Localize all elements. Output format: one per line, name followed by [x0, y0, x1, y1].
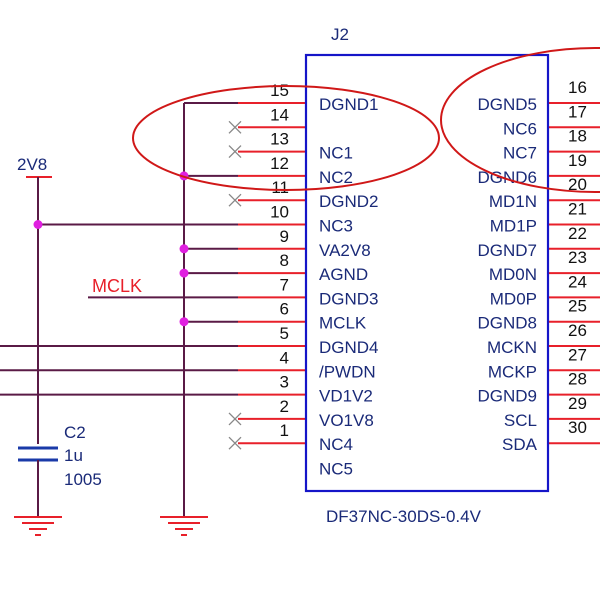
nc-cross [228, 412, 242, 426]
right-pin-number: 26 [568, 321, 587, 340]
ground-junction-dot [179, 317, 189, 327]
left-pin-number: 13 [270, 130, 289, 149]
ground-symbol-capacitor [14, 516, 62, 536]
left-pin-number: 9 [280, 227, 289, 246]
left-pin-number: 10 [270, 203, 289, 222]
nc-cross [228, 145, 242, 159]
right-pin-number: 25 [568, 297, 587, 316]
labels: 151413121110987654321DGND1NC1NC2DGND2NC3… [270, 78, 587, 479]
right-pin-number: 28 [568, 370, 587, 389]
highlight-ellipse-right [440, 47, 600, 193]
left-pin-name: NC4 [319, 435, 353, 454]
left-pin-name: VD1V2 [319, 387, 373, 406]
capacitor-value: 1u [64, 446, 83, 465]
right-pin-name: DGND5 [477, 95, 537, 114]
nc-cross [228, 120, 242, 134]
right-pin-number: 21 [568, 200, 587, 219]
right-pin-name: MD1N [489, 192, 537, 211]
ground-junction-dot [179, 268, 189, 278]
left-pin-number: 5 [280, 324, 289, 343]
left-pin-number: 3 [280, 373, 289, 392]
nc-cross-stroke [228, 412, 242, 426]
right-pin-number: 27 [568, 345, 587, 364]
right-pin-name: NC6 [503, 119, 537, 138]
nc-cross [228, 436, 242, 450]
right-pin-number: 30 [568, 418, 587, 437]
right-pin-number: 23 [568, 248, 587, 267]
right-pin-name: MCKN [487, 338, 537, 357]
right-pin-name: DGND8 [477, 314, 537, 333]
left-pin-number: 7 [280, 275, 289, 294]
right-pin-name: MD1P [490, 217, 537, 236]
ground-junction-dot [179, 244, 189, 254]
left-pin-number: 11 [271, 178, 289, 197]
wires [0, 102, 238, 536]
right-pin-number: 20 [568, 175, 587, 194]
capacitor-package: 1005 [64, 470, 102, 489]
right-pin-number: 18 [568, 127, 587, 146]
left-pin-name: DGND2 [319, 192, 379, 211]
ground-symbol-bus [160, 516, 208, 536]
left-pin-number: 2 [280, 397, 289, 416]
right-pin-name: MD0N [489, 265, 537, 284]
right-pin-number: 19 [568, 151, 587, 170]
nc-cross-stroke [228, 120, 242, 134]
right-pin-name: SDA [502, 435, 538, 454]
pins [228, 102, 600, 450]
nc-cross-stroke [228, 193, 242, 207]
left-pin-name: NC1 [319, 144, 353, 163]
left-pin-name: DGND4 [319, 338, 379, 357]
nc-cross-stroke [228, 436, 242, 450]
left-pin-name: MCLK [319, 314, 367, 333]
left-pin-name: NC3 [319, 217, 353, 236]
right-pin-name: SCL [504, 411, 537, 430]
left-pin-name: DGND1 [319, 95, 379, 114]
right-pin-number: 16 [568, 78, 587, 97]
connector-body [304, 53, 550, 493]
connector-part: DF37NC-30DS-0.4V [326, 507, 482, 526]
left-pin-name: NC5 [319, 460, 353, 479]
mclk-net-label: MCLK [92, 276, 142, 296]
left-pin-number: 8 [280, 251, 289, 270]
connector-ref: J2 [331, 25, 349, 44]
left-pin-name: AGND [319, 265, 368, 284]
nc-cross-stroke [228, 145, 242, 159]
right-pin-number: 17 [568, 102, 587, 121]
right-pin-name: DGND9 [477, 387, 537, 406]
left-pin-number: 1 [280, 421, 289, 440]
right-pin-name: MD0P [490, 289, 537, 308]
right-pin-name: NC7 [503, 144, 537, 163]
left-pin-number: 14 [270, 105, 289, 124]
capacitor-ref: C2 [64, 423, 86, 442]
left-pin-name: VO1V8 [319, 411, 374, 430]
left-pin-name: /PWDN [319, 362, 376, 381]
nc-cross [228, 193, 242, 207]
left-pin-number: 15 [270, 81, 289, 100]
right-pin-number: 22 [568, 224, 587, 243]
left-pin-number: 4 [280, 348, 289, 367]
highlight-ellipse-left [132, 85, 440, 191]
left-pin-name: VA2V8 [319, 241, 371, 260]
left-pin-number: 12 [270, 154, 289, 173]
left-pin-name: DGND3 [319, 289, 379, 308]
power-net-label: 2V8 [17, 155, 47, 174]
left-pin-name: NC2 [319, 168, 353, 187]
power-junction-dot [33, 220, 43, 229]
right-pin-number: 29 [568, 394, 587, 413]
left-pin-number: 6 [280, 300, 289, 319]
right-pin-name: DGND7 [477, 241, 537, 260]
right-pin-name: MCKP [488, 362, 537, 381]
right-pin-number: 24 [568, 272, 587, 291]
